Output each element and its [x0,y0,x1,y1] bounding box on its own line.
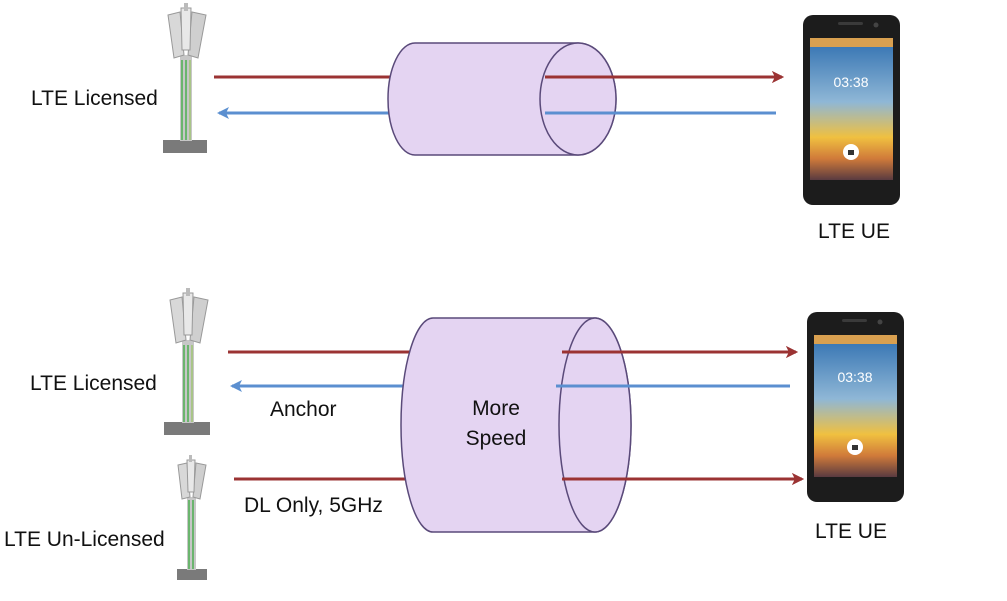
tower-icon-top [163,3,207,153]
ue-label-top: LTE UE [818,220,890,243]
tower-label-bottom-unlicensed: LTE Un-Licensed [4,528,165,551]
phone-time-bottom: 03:38 [837,369,872,385]
phone-icon-bottom: 03:38 [807,312,904,502]
phone-icon-top: 03:38 [803,15,900,205]
tower-icon-bottom-licensed [164,288,210,435]
tower-icon-bottom-unlicensed [177,455,207,580]
pipe-top [387,42,617,156]
ue-label-bottom: LTE UE [815,520,887,543]
pipe-label-more: More [472,397,520,420]
dl-only-label: DL Only, 5GHz [244,494,383,517]
tower-label-bottom-licensed: LTE Licensed [30,372,157,395]
pipe-bottom [400,317,632,533]
phone-time-top: 03:38 [833,74,868,90]
pipe-label-speed: Speed [465,427,527,450]
tower-label-top: LTE Licensed [31,87,158,110]
anchor-label: Anchor [270,398,337,421]
